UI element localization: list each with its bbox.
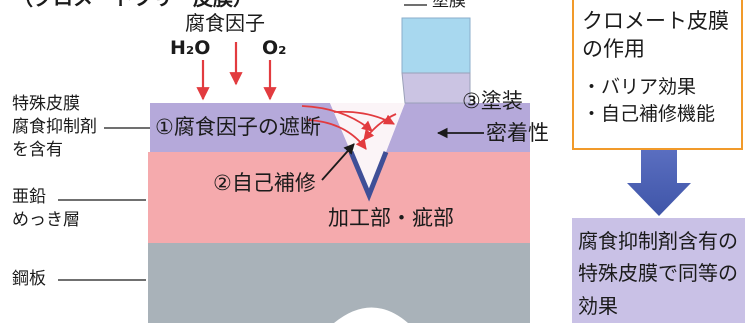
notch-lining (348, 151, 389, 202)
h2o-label: H₂O (170, 37, 211, 59)
notch-gap (330, 103, 405, 195)
self-repair-label: ②自己補修 (213, 171, 316, 195)
notch-corrosion-arrow-2 (307, 119, 367, 150)
chromate-box-title-1: クロメート皮膜 (582, 9, 729, 33)
down-arrow-icon (627, 150, 691, 216)
chromate-box-item-barrier: ・バリア効果 (582, 76, 697, 98)
steel-label: 鋼板 (12, 269, 46, 289)
corrosion-factors-label: 腐食因子 (185, 11, 265, 35)
chromate-box-item-self-repair: ・自己補修機能 (582, 103, 716, 125)
paint-film-label: 塗膜 (432, 0, 466, 11)
zinc-label-1: 亜鉛 (12, 187, 46, 207)
paint-adhesion-label-2: 密着性 (486, 121, 549, 145)
chromate-box-title-2: の作用 (582, 37, 645, 61)
notch-corrosion-arrow-4 (363, 113, 397, 141)
paint-adhesion-label-1: ③塗装 (462, 89, 523, 113)
special-coating-label-2: 腐食抑制剤 (12, 117, 97, 137)
paint-film-block (401, 17, 471, 74)
special-coating-label-3: を含有 (12, 140, 63, 160)
o2-label: O₂ (262, 37, 287, 59)
damaged-part-label: 加工部・疵部 (328, 206, 454, 230)
chromate-function-box (572, 0, 743, 150)
steel-plate-layer (148, 243, 530, 323)
special-coating-layer-right (386, 103, 530, 152)
notch-corrosion-arrow-3 (333, 110, 395, 125)
barrier-label: ①腐食因子の遮断 (155, 115, 321, 139)
result-box-line-2: 特殊皮膜で同等の (578, 261, 738, 285)
result-box-line-3: 効果 (578, 294, 618, 318)
result-box (572, 218, 745, 323)
special-coating-label-1: 特殊皮膜 (12, 94, 80, 114)
notch-corrosion-arrow-1 (301, 105, 373, 132)
result-box-line-1: 腐食抑制剤含有の (578, 229, 738, 253)
diagram-title: （クロメートフリー皮膜） (13, 0, 253, 8)
zinc-label-2: めっき層 (12, 210, 80, 230)
paint-film-base (401, 72, 471, 104)
zinc-plating-layer (148, 152, 530, 243)
special-coating-layer-left (150, 103, 351, 152)
self-repair-pointer-arrow (321, 143, 355, 181)
